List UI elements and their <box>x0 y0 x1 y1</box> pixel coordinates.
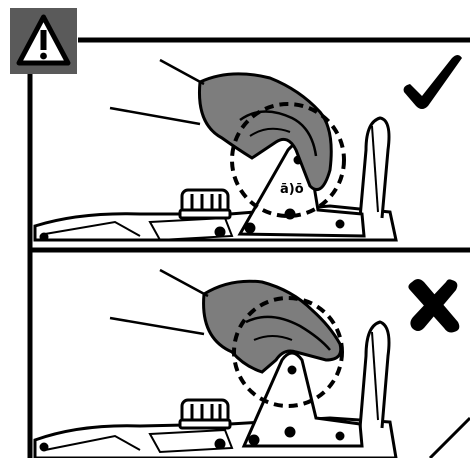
correct-grip-panel: ā)ō <box>35 55 462 240</box>
lever-label: ā)ō <box>280 182 304 197</box>
adjustment-knob-top <box>180 190 230 218</box>
incorrect-grip-panel <box>35 270 470 458</box>
gloved-hand-bottom <box>204 281 341 372</box>
adjustment-knob-bottom <box>180 400 230 428</box>
cross-mark-icon <box>408 279 459 333</box>
check-mark-icon <box>404 55 462 109</box>
gloved-hand-top <box>199 74 331 190</box>
